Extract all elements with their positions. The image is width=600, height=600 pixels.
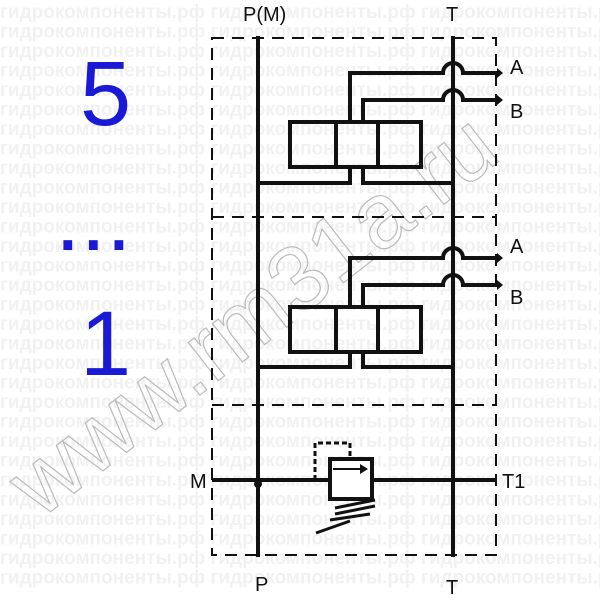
directional-valve-section-5	[258, 61, 503, 185]
port-label-a-upper: A	[510, 57, 524, 79]
section-count-bottom: 1	[80, 293, 131, 395]
port-label-m: M	[190, 471, 207, 493]
port-label-p-m: P(M)	[243, 4, 286, 26]
port-label-t-bottom: T	[446, 577, 458, 599]
port-label-b-upper: B	[510, 101, 523, 123]
port-label-a-lower: A	[510, 236, 524, 258]
port-label-t-top: T	[446, 4, 458, 26]
section-count-top: 5	[80, 43, 131, 145]
directional-valve-section-1	[258, 246, 503, 369]
port-label-t1: T1	[502, 471, 525, 493]
relief-valve	[212, 441, 497, 535]
section-count-ellipsis: ...	[55, 168, 132, 270]
port-label-p: P	[255, 574, 268, 596]
port-label-b-lower: B	[510, 287, 523, 309]
